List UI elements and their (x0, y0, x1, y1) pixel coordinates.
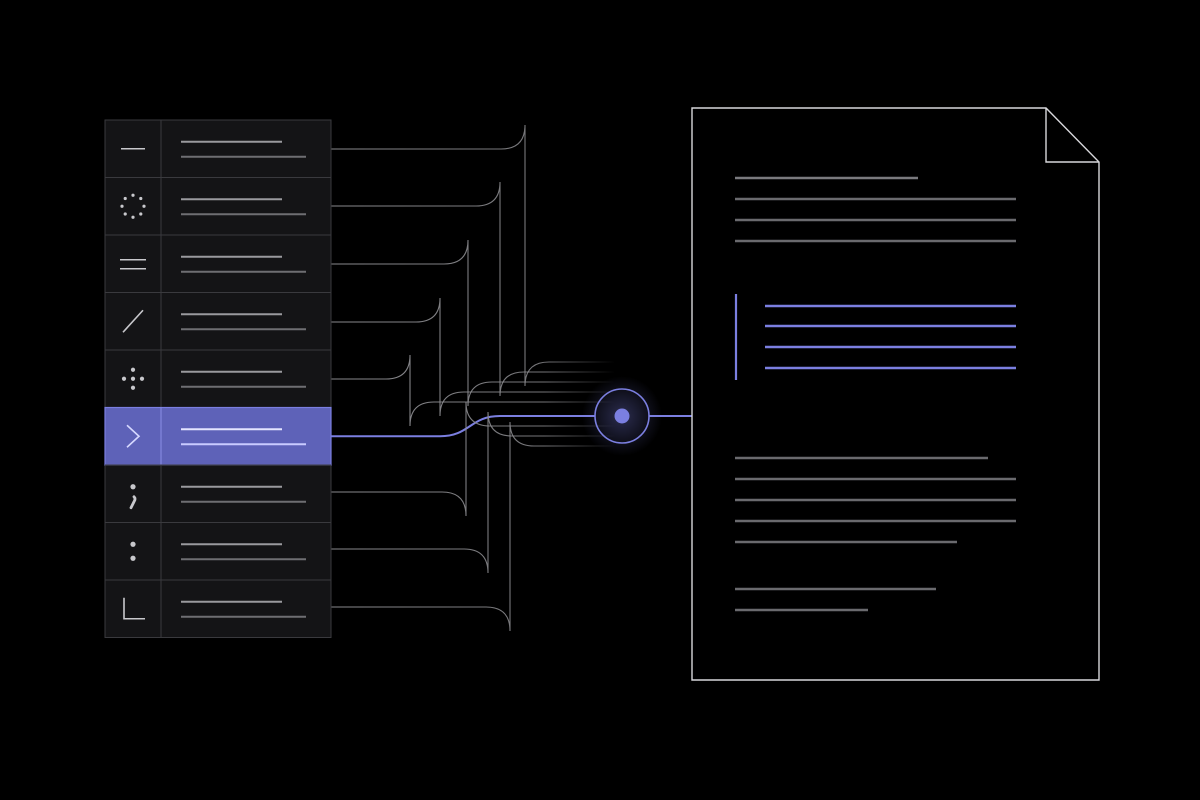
symbol-list-row-lines (181, 370, 306, 388)
connector-line (331, 297, 615, 417)
symbol-list-row[interactable] (105, 292, 331, 351)
dot-cross-icon (121, 367, 145, 390)
double-line-icon (120, 258, 146, 270)
symbol-list-row[interactable] (104, 406, 332, 466)
symbol-list-row-lines (181, 140, 306, 158)
symbol-list-row-lines (181, 485, 306, 503)
symbol-list-row[interactable] (105, 522, 331, 581)
connector-line (331, 421, 615, 632)
symbol-list-row-lines (181, 543, 306, 561)
connector-line (331, 181, 615, 397)
semicolon-icon (129, 484, 137, 510)
symbol-list-row-lines (181, 255, 306, 273)
symbol-list-row-lines (181, 198, 306, 216)
document-icon (691, 107, 1100, 681)
symbol-list-row-lines (181, 600, 306, 618)
connector-line (331, 239, 615, 407)
connector-line (331, 411, 615, 574)
symbol-list-row[interactable] (105, 579, 331, 638)
symbol-list-row[interactable] (105, 349, 331, 408)
colon-icon (130, 541, 136, 561)
active-connector-line (331, 415, 595, 438)
dotted-circle-icon (120, 193, 146, 219)
connector-line (331, 401, 615, 517)
symbol-list (104, 119, 332, 638)
symbol-list-row[interactable] (121, 120, 306, 178)
target-node-icon (582, 376, 662, 456)
symbol-list-row[interactable] (105, 234, 331, 293)
connector-line (331, 124, 615, 387)
connector-lines (331, 124, 615, 632)
blockquote-highlight (734, 294, 1016, 380)
corner-icon (123, 597, 145, 620)
document-text-lines (735, 176, 1016, 612)
symbol-list-row[interactable] (105, 177, 331, 236)
connector-line (331, 354, 615, 427)
symbol-list-row[interactable] (105, 464, 331, 523)
chevron-right-icon (126, 424, 141, 448)
symbol-list-row-lines (181, 428, 306, 446)
symbol-list-row-lines (181, 313, 306, 331)
slash-icon (122, 309, 144, 333)
